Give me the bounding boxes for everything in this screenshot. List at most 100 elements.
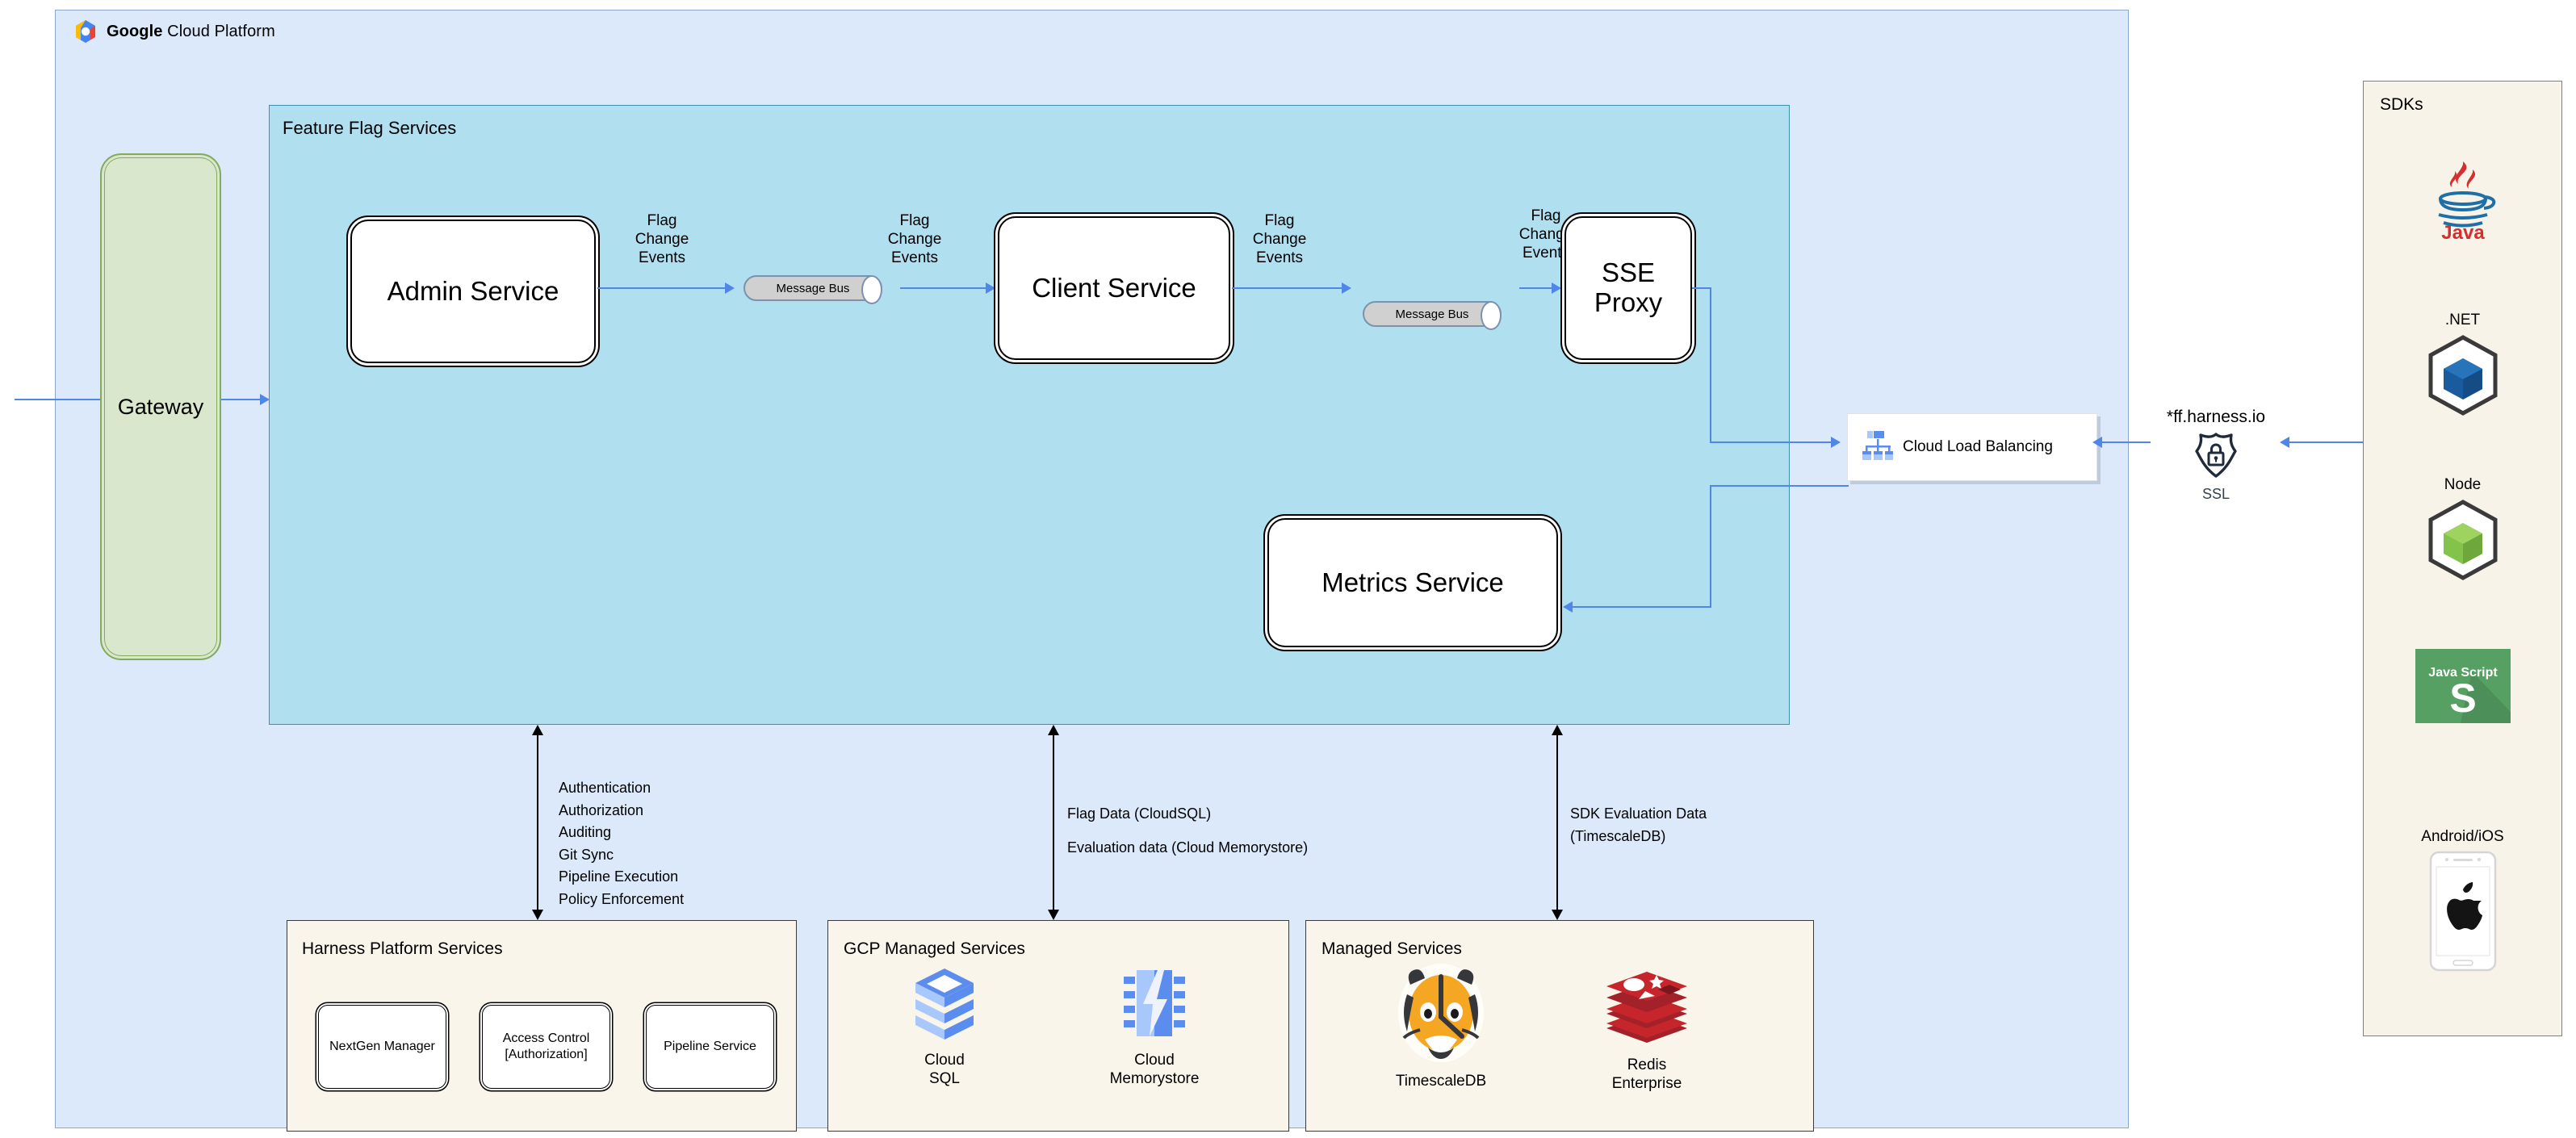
lb-to-metrics-line-h2 (1573, 606, 1711, 608)
feature-flag-services-title: Feature Flag Services (283, 118, 457, 138)
ssl-shield-lock-icon (2191, 433, 2241, 483)
sdk-item-node[interactable]: Node (2363, 476, 2562, 587)
ssl-domain-label: *ff.harness.io (2166, 408, 2266, 426)
bus-to-client-arrowhead (986, 282, 995, 294)
page-title-bold: Google (107, 22, 163, 40)
android-ios-label: Android/iOS (2421, 828, 2504, 845)
ssl-group: *ff.harness.io SSL (2151, 408, 2281, 503)
managed-connector-arrow-down (1552, 910, 1563, 920)
admin-to-bus-arrowhead (725, 282, 735, 294)
cloud-load-balancing-node[interactable]: Cloud Load Balancing (1847, 413, 2097, 481)
gcp-managed-services-title: GCP Managed Services (844, 939, 1025, 958)
admin-service-node[interactable]: Admin Service (350, 220, 596, 363)
mobile-apple-icon (2429, 851, 2496, 972)
svg-text:Java Script: Java Script (2428, 666, 2498, 680)
page-title: Google Cloud Platform (107, 23, 275, 41)
gcp-header: Google Cloud Platform (74, 18, 413, 45)
sse-out-line-h (1692, 287, 1711, 289)
timescaledb-tiger-icon (1396, 964, 1486, 1067)
message-bus-label-1: Message Bus (776, 281, 850, 295)
message-bus-node-2[interactable]: Message Bus (1363, 301, 1502, 330)
cloud-memorystore-icon (1119, 970, 1190, 1046)
dotnet-label: .NET (2444, 312, 2481, 328)
managed-services-container (1305, 920, 1814, 1132)
lb-to-metrics-line-h1 (1710, 485, 1849, 487)
cloud-load-balancing-label: Cloud Load Balancing (1903, 438, 2053, 455)
svg-text:Java: Java (2441, 222, 2485, 242)
sdk-item-java[interactable]: Java (2363, 158, 2562, 246)
gateway-to-ffs-arrowhead (260, 394, 270, 405)
pipeline-service-node[interactable]: Pipeline Service (646, 1005, 774, 1089)
client-service-label: Client Service (1032, 272, 1196, 303)
client-to-bus-arrowhead (1342, 282, 1351, 294)
sdk-item-dotnet[interactable]: .NET (2363, 312, 2562, 422)
node-cube-icon (2428, 500, 2497, 580)
message-bus-label-2: Message Bus (1395, 307, 1469, 321)
pipeline-service-label: Pipeline Service (664, 1040, 756, 1053)
timescaledb-tile[interactable]: TimescaleDB (1372, 962, 1510, 1091)
gcp-managed-services-container (827, 920, 1289, 1132)
managed-data-annotation: SDK Evaluation Data(TimescaleDB) (1570, 805, 1707, 844)
sse-out-line-v (1710, 287, 1711, 442)
harness-platform-services-title: Harness Platform Services (302, 939, 503, 958)
sdk-to-ssl-line (2289, 441, 2364, 443)
bus-to-client-line (900, 287, 987, 289)
gateway-to-ffs-line (221, 399, 263, 400)
bus-to-sse-arrowhead (1552, 282, 1561, 294)
message-bus-node-1[interactable]: Message Bus (743, 275, 882, 304)
managed-connector-arrow-up (1552, 725, 1563, 735)
managed-services-title: Managed Services (1322, 939, 1462, 958)
managed-connector-line (1556, 730, 1558, 914)
nextgen-manager-node[interactable]: NextGen Manager (318, 1005, 446, 1089)
ssl-to-lb-line (2102, 441, 2151, 443)
admin-to-bus-line (597, 287, 727, 289)
sse-to-lb-arrowhead (1831, 437, 1841, 448)
node-label: Node (2444, 476, 2482, 493)
admin-service-label: Admin Service (387, 275, 559, 306)
redis-stack-icon (1603, 972, 1690, 1051)
metrics-service-node[interactable]: Metrics Service (1267, 518, 1558, 647)
harness-connector-line (537, 730, 538, 914)
ssl-caption-label: SSL (2201, 486, 2230, 502)
gateway-label: Gateway (117, 394, 204, 419)
cloud-load-balancing-icon (1861, 429, 1895, 466)
lb-to-metrics-arrowhead (1563, 601, 1573, 613)
cloud-sql-icon (911, 969, 978, 1046)
harness-connector-arrow-down (532, 910, 543, 920)
access-control-label: Access Control[Authorization] (502, 1031, 590, 1061)
entry-connector-line (15, 399, 103, 400)
sdk-item-android-ios[interactable]: Android/iOS (2363, 828, 2562, 976)
sdk-to-ssl-arrowhead (2280, 437, 2289, 448)
bus-to-sse-line (1519, 287, 1553, 289)
nextgen-manager-label: NextGen Manager (329, 1040, 435, 1053)
gcpms-connector-arrow-down (1048, 910, 1059, 920)
metrics-service-label: Metrics Service (1322, 567, 1504, 597)
dotnet-cube-icon (2428, 335, 2497, 416)
harness-connector-arrow-up (532, 725, 543, 735)
sdk-item-javascript[interactable]: Java Script S (2363, 649, 2562, 727)
gcp-data-annotation-line2: Evaluation data (Cloud Memorystore) (1067, 839, 1309, 856)
java-coffee-icon: Java (2437, 161, 2495, 244)
page-title-rest: Cloud Platform (162, 22, 275, 40)
client-service-node[interactable]: Client Service (998, 216, 1230, 360)
gcp-data-annotation-line1: Flag Data (CloudSQL) (1067, 805, 1212, 822)
gateway-node[interactable]: Gateway (100, 153, 221, 660)
client-to-bus-line (1232, 287, 1343, 289)
javascript-tile-icon: Java Script S (2415, 649, 2511, 723)
access-control-node[interactable]: Access Control[Authorization] (482, 1005, 610, 1089)
google-cloud-hexagon-icon (74, 19, 97, 44)
gcpms-connector-line (1053, 730, 1054, 914)
svg-text:S: S (2449, 676, 2476, 721)
